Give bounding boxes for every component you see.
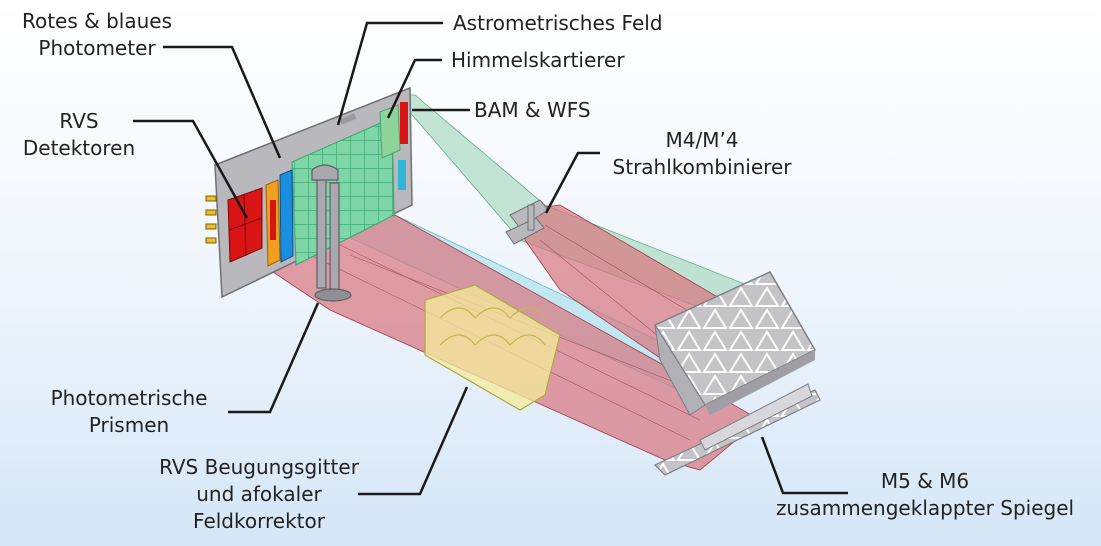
rvs-detectors-label-line1: RVS [59,109,99,133]
label-photometer: Rotes & blaues Photometer [4,8,190,62]
label-m5-m6: M5 & M6 zusammengeklappter Spiegel [752,468,1098,522]
prisms-label-line1: Photometrische [50,386,208,410]
label-sky-mapper: Himmelskartierer [451,48,625,72]
label-bam-wfs: BAM & WFS [474,98,591,122]
prisms-label-line2: Prismen [88,413,170,437]
grating-label-line1: RVS Beugungsgitter [159,455,359,479]
photometer-label-line1: Rotes & blaues [21,9,173,33]
beam-combiner-label-line1: M4/M’4 [665,128,739,152]
folding-mirror [653,271,821,476]
label-rvs-detectors: RVS Detektoren [14,108,144,162]
label-beam-combiner: M4/M’4 Strahlkombinierer [592,127,812,181]
rvs-detector-grid [228,193,263,257]
photometric-prisms [311,164,352,302]
rvs-detectors-label-line2: Detektoren [22,136,136,160]
bam-wfs-sensor [400,102,408,144]
label-prisms: Photometrische Prismen [30,385,228,439]
m5-m6-label-line1: M5 & M6 [880,469,970,493]
label-astrometric-field: Astrometrisches Feld [453,11,663,35]
connector-pins [205,195,217,244]
beam-combiner-label-line2: Strahlkombinierer [612,155,792,179]
astrometric-field-tab [339,113,357,125]
photometer-label-line2: Photometer [38,36,156,60]
blue-photometer [279,169,294,263]
m5-m6-label-line2: zusammengeklappter Spiegel [775,496,1075,520]
grating-label-line2: und afokaler [196,482,322,506]
grating-label-line3: Feldkorrektor [193,509,325,533]
rvs-grating [424,284,561,411]
label-grating: RVS Beugungsgitter und afokaler Feldkorr… [130,454,388,535]
leader-lines [133,21,848,496]
red-photometer-strip [270,200,276,240]
beam-combiner-mirror [505,199,549,245]
bam-wfs-sensor-blue [398,160,406,190]
